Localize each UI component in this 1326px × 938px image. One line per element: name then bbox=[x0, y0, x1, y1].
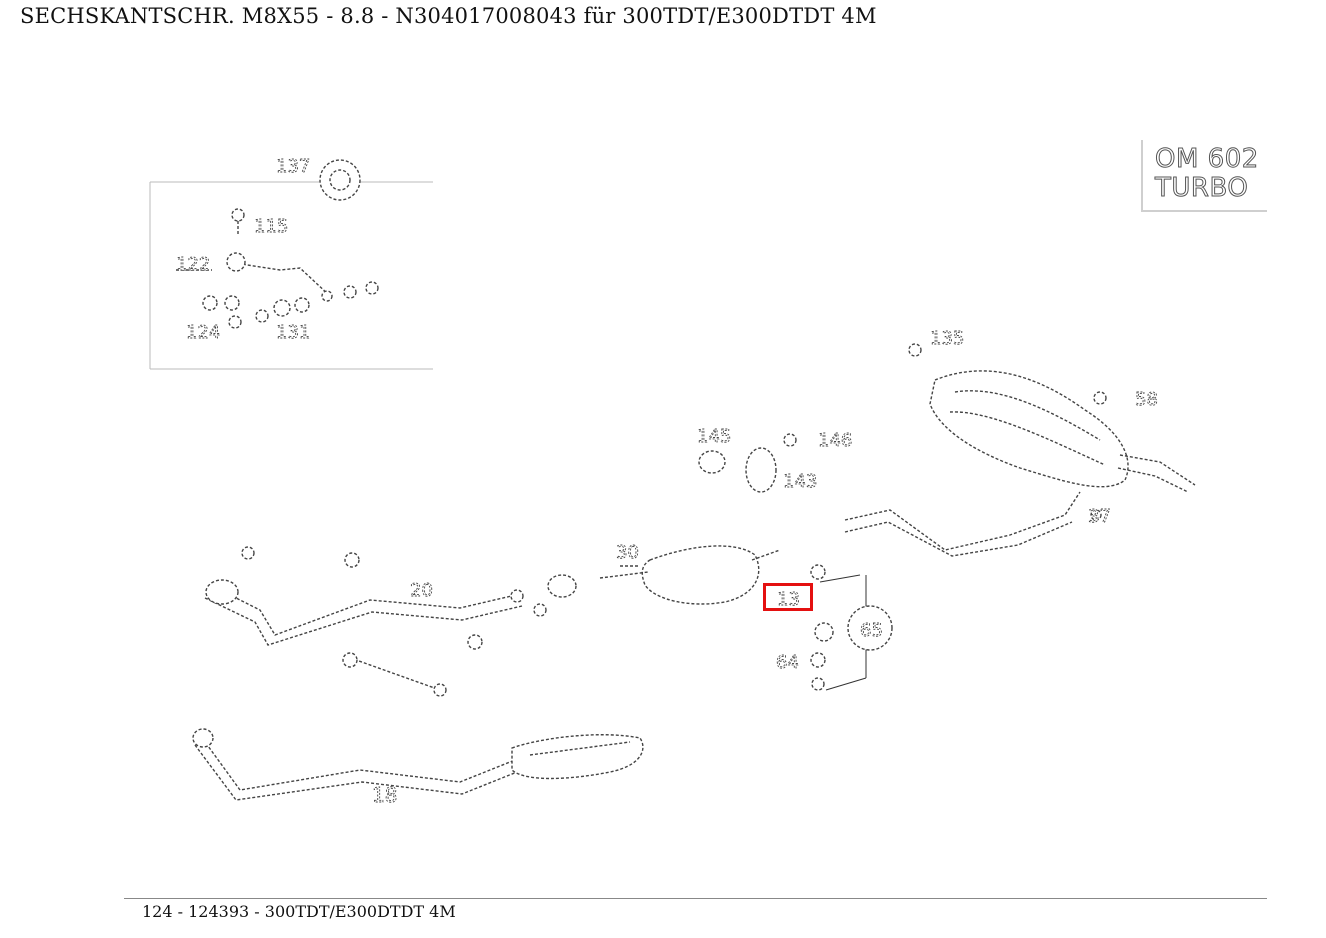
inset-hanger-ring bbox=[319, 159, 361, 201]
hanger-143 bbox=[745, 447, 777, 493]
label-137: 137 bbox=[276, 156, 310, 177]
mounting-bracket bbox=[810, 564, 893, 691]
inset-hanger-inner bbox=[329, 169, 351, 191]
tail-pipe-lower bbox=[1117, 467, 1189, 493]
footer-divider bbox=[124, 898, 1267, 899]
bracket-bottom-arm bbox=[825, 677, 867, 691]
label-37: 37 bbox=[1088, 506, 1111, 527]
inset-bracket bbox=[227, 261, 331, 297]
label-65: 65 bbox=[860, 620, 883, 641]
bracket-top-arm bbox=[819, 574, 861, 583]
front-pipe bbox=[204, 546, 577, 697]
clamp-mid bbox=[547, 574, 577, 598]
inset-washer-c bbox=[228, 315, 242, 329]
intermediate-pipe-rear bbox=[844, 491, 1081, 551]
inset-nut-c bbox=[365, 281, 379, 295]
hanger-145 bbox=[698, 450, 726, 474]
bolt-upper-left bbox=[241, 546, 255, 560]
downpipe-flange bbox=[192, 728, 214, 748]
rear-muffler-body bbox=[929, 370, 1129, 488]
label-131: 131 bbox=[276, 322, 310, 343]
rear-muffler-rib-a bbox=[954, 390, 1101, 441]
label-115: 115 bbox=[254, 216, 288, 237]
inset-nut-b bbox=[343, 285, 357, 299]
bolt-mid-a bbox=[510, 589, 524, 603]
mount-58 bbox=[1093, 391, 1107, 405]
label-18: 18 bbox=[372, 783, 397, 807]
label-135: 135 bbox=[930, 328, 964, 349]
inset-bolt-head bbox=[231, 208, 245, 222]
selected-part-highlight[interactable] bbox=[763, 583, 813, 611]
front-flange bbox=[205, 579, 239, 605]
inset-washer-e bbox=[273, 299, 291, 317]
bracket-end-a bbox=[342, 652, 358, 668]
label-13: 13 bbox=[777, 589, 800, 610]
bracket-end-b bbox=[433, 683, 447, 697]
center-muffler bbox=[599, 545, 781, 605]
front-pipe-upper bbox=[209, 584, 521, 636]
engine-type: TURBO bbox=[1154, 173, 1249, 204]
bolt-upper-mid bbox=[344, 552, 360, 568]
hanger-ring-65 bbox=[847, 605, 893, 651]
catalytic-converter bbox=[192, 728, 644, 801]
page-title: SECHSKANTSCHR. M8X55 - 8.8 - N3040170080… bbox=[20, 4, 877, 28]
converter-body bbox=[511, 734, 644, 780]
rear-muffler bbox=[844, 343, 1196, 557]
inset-washer-f bbox=[294, 297, 310, 313]
label-64: 64 bbox=[776, 652, 799, 673]
washer-mid bbox=[814, 622, 834, 642]
bolt-146 bbox=[783, 433, 797, 447]
inset-nut bbox=[226, 252, 246, 272]
center-muffler-body bbox=[641, 545, 760, 605]
bolt-mid-b bbox=[533, 603, 547, 617]
intermediate-pipe-rear-lower bbox=[844, 521, 1073, 557]
front-pipe-lower bbox=[204, 597, 523, 646]
tail-pipe bbox=[1119, 454, 1196, 486]
label-122: 122 bbox=[176, 254, 210, 275]
label-58: 58 bbox=[1135, 389, 1158, 410]
engine-badge: OM 602 TURBO bbox=[1141, 140, 1267, 212]
bolt-top bbox=[810, 564, 826, 580]
label-143: 143 bbox=[783, 471, 817, 492]
inset-nut-d bbox=[321, 290, 333, 302]
converter-rib bbox=[529, 741, 631, 756]
label-145: 145 bbox=[697, 426, 731, 447]
label-30: 30 bbox=[616, 542, 639, 563]
inset-detail bbox=[149, 159, 433, 370]
downpipe-lower bbox=[194, 744, 518, 801]
label-146: 146 bbox=[818, 430, 852, 451]
nut-lower bbox=[467, 634, 483, 650]
label-124: 124 bbox=[186, 322, 220, 343]
downpipe-upper bbox=[199, 734, 516, 791]
inset-washer-a bbox=[202, 295, 218, 311]
bracket-rod bbox=[344, 655, 441, 691]
label-20: 20 bbox=[410, 580, 433, 601]
nut-64 bbox=[810, 652, 826, 668]
footer-caption: 124 - 124393 - 300TDT/E300DTDT 4M bbox=[142, 902, 456, 921]
inset-washer-d bbox=[255, 309, 269, 323]
nut-bottom bbox=[811, 677, 825, 691]
engine-model: OM 602 bbox=[1155, 144, 1259, 175]
clamp-37 bbox=[1090, 509, 1102, 521]
rubber-hangers bbox=[698, 433, 797, 493]
center-muffler-inlet bbox=[599, 571, 649, 579]
inset-washer-b bbox=[224, 295, 240, 311]
hanger-135 bbox=[908, 343, 922, 357]
